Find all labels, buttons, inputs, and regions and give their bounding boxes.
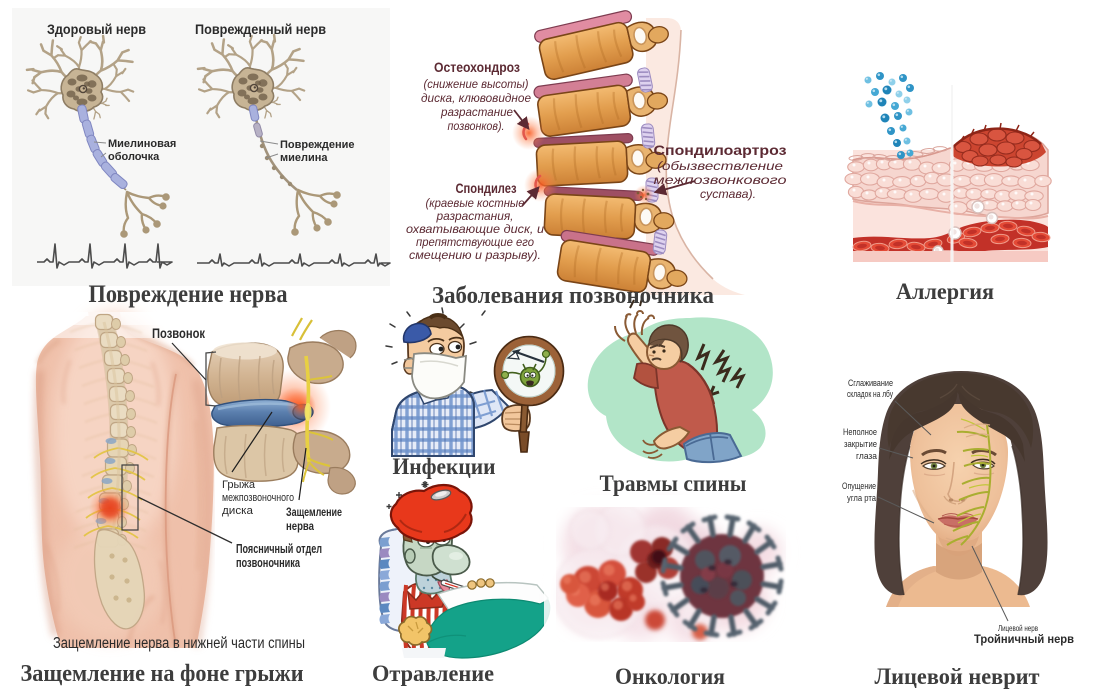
svg-text:глаза: глаза [856, 451, 877, 461]
svg-text:Спондилез: Спондилез [456, 180, 517, 196]
svg-text:Неполное: Неполное [843, 427, 877, 437]
svg-text:Аллергия: Аллергия [896, 279, 994, 304]
svg-text:угла рта: угла рта [847, 493, 876, 503]
svg-text:Отравление: Отравление [372, 661, 494, 686]
svg-text:Поясничный отдел: Поясничный отдел [236, 542, 322, 556]
svg-text:Защемление нерва в нижней част: Защемление нерва в нижней части спины [53, 635, 305, 652]
svg-text:миелина: миелина [280, 152, 328, 164]
svg-text:Поврежденный нерв: Поврежденный нерв [195, 21, 326, 37]
svg-text:Заболевания позвоночника: Заболевания позвоночника [432, 283, 714, 309]
svg-text:Миелиновая: Миелиновая [108, 138, 176, 150]
svg-text:Тройничный нерв: Тройничный нерв [974, 634, 1074, 646]
svg-text:Спондилоартроз: Спондилоартроз [654, 142, 787, 158]
svg-text:нерва: нерва [286, 519, 314, 533]
svg-text:позвонков).: позвонков). [448, 119, 505, 133]
svg-text:Инфекции: Инфекции [393, 454, 496, 479]
svg-text:разрастания,: разрастания, [436, 209, 514, 223]
svg-text:Опущение: Опущение [842, 481, 876, 491]
svg-text:разрастание: разрастание [440, 105, 513, 119]
svg-text:позвоночника: позвоночника [236, 556, 301, 570]
svg-text:Повреждение: Повреждение [280, 139, 355, 151]
svg-text:Остеохондроз: Остеохондроз [434, 59, 520, 75]
svg-text:Лицевой неврит: Лицевой неврит [875, 664, 1041, 689]
svg-text:Здоровый нерв: Здоровый нерв [47, 21, 146, 37]
svg-text:оболочка: оболочка [108, 151, 160, 163]
svg-text:закрытие: закрытие [844, 439, 877, 449]
svg-text:смещению и разрыву).: смещению и разрыву). [409, 248, 541, 262]
svg-text:(снижение высоты): (снижение высоты) [424, 77, 529, 91]
svg-text:сустава).: сустава). [700, 187, 756, 201]
svg-text:(краевые костные: (краевые костные [426, 196, 525, 210]
svg-text:Лицевой нерв: Лицевой нерв [998, 624, 1038, 633]
svg-text:препятствующие его: препятствующие его [416, 235, 534, 249]
svg-text:Повреждение нерва: Повреждение нерва [89, 281, 288, 308]
svg-text:Травмы спины: Травмы спины [600, 471, 747, 496]
svg-text:Сглаживание: Сглаживание [848, 378, 893, 388]
svg-text:диска, клювовидное: диска, клювовидное [421, 91, 531, 105]
svg-text:Онкология: Онкология [615, 664, 725, 689]
svg-text:Позвонок: Позвонок [152, 326, 205, 341]
svg-text:межпозвоночного: межпозвоночного [222, 492, 294, 504]
svg-text:охватывающие диск, и: охватывающие диск, и [406, 222, 544, 236]
svg-text:Защемление на фоне грыжи: Защемление на фоне грыжи [21, 661, 304, 687]
svg-text:(обызвествление: (обызвествление [657, 159, 783, 173]
svg-text:складок на лбу: складок на лбу [847, 389, 893, 399]
svg-text:Грыжа: Грыжа [222, 479, 256, 491]
svg-text:диска: диска [222, 505, 254, 517]
svg-text:межпозвонкового: межпозвонкового [654, 173, 787, 187]
svg-text:Защемление: Защемление [286, 505, 342, 519]
